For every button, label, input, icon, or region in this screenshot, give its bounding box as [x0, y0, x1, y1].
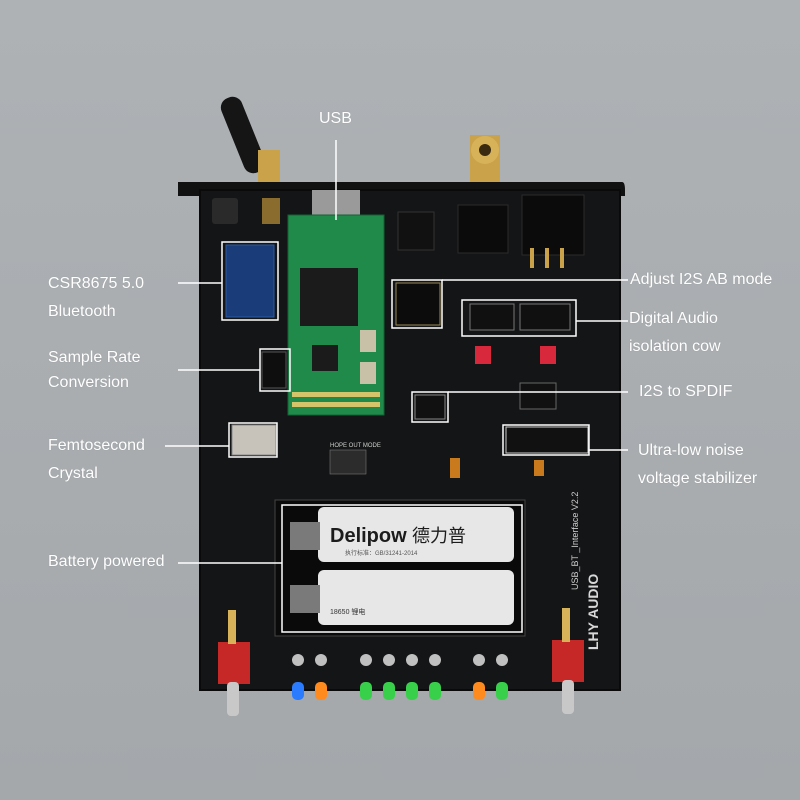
isolation-label: Digital Audio isolation cow [629, 305, 721, 361]
isolation-label-line1: Digital Audio [629, 310, 718, 327]
stabilizer-label: Ultra-low noise voltage stabilizer [638, 437, 757, 493]
src-label-line1: Sample Rate [48, 349, 141, 366]
battery-label: Battery powered [48, 553, 165, 570]
bluetooth-module [225, 244, 275, 318]
crystal-label-line2: Crystal [48, 465, 98, 482]
battery-holder: Delipow 德力普 执行标准：GB/31241-2014 18650 锂电 [274, 499, 526, 637]
bluetooth-label-line2: Bluetooth [48, 303, 116, 320]
crystal-label: Femtosecond Crystal [48, 432, 145, 488]
spdif-label: I2S to SPDIF [639, 383, 733, 400]
battery-brand-cn: 德力普 [412, 526, 466, 546]
battery-tag: 18650 锂电 [330, 607, 365, 616]
battery-brand: Delipow [330, 525, 407, 547]
stabilizer-label-line2: voltage stabilizer [638, 470, 758, 487]
status-leds [292, 654, 508, 700]
i2s-mode-label: Adjust I2S AB mode [630, 271, 773, 288]
bluetooth-label-line1: CSR8675 5.0 [48, 275, 145, 292]
usb-module [287, 214, 385, 416]
header-silk: HOPE OUT MODE [330, 443, 381, 449]
src-label-line2: Conversion [48, 374, 129, 391]
crystal-label-line1: Femtosecond [48, 437, 145, 454]
model-silk: LHY AUDIO [585, 574, 601, 650]
coax-output-jack [470, 135, 500, 185]
bluetooth-label: CSR8675 5.0 Bluetooth [48, 270, 144, 326]
model-silk-2: USB_BT _Interface V2.2 [570, 492, 580, 590]
power-switch-right [552, 608, 584, 714]
crystal [231, 424, 277, 456]
battery-standard: 执行标准：GB/31241-2014 [345, 549, 418, 557]
isolation-label-line2: isolation cow [629, 338, 721, 355]
power-switch-left [218, 610, 250, 716]
usb-label: USB [319, 110, 352, 127]
src-label: Sample Rate Conversion [48, 345, 141, 395]
stabilizer-label-line1: Ultra-low noise [638, 442, 744, 459]
